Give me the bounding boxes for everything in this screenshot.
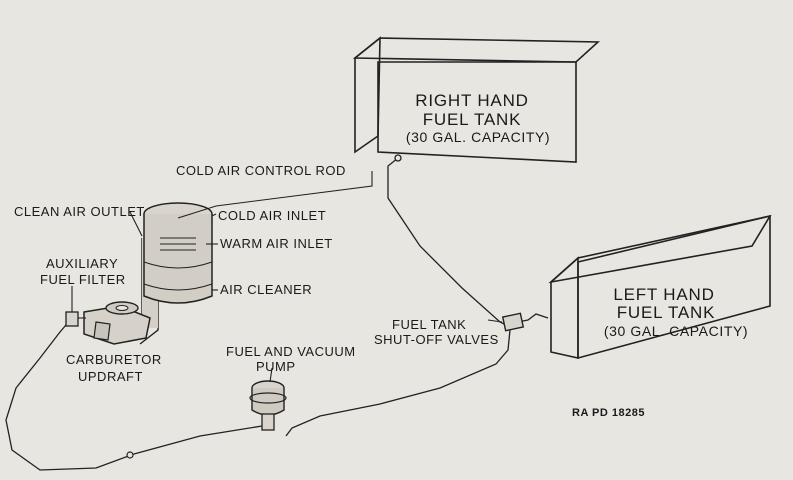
leader-shutoff: [487, 319, 503, 323]
leader-cold-air-rod: [177, 171, 373, 219]
carburetor-throat: [115, 305, 129, 311]
right-tank-fuel-line: [387, 157, 509, 327]
carburetor-assembly: [65, 301, 151, 345]
label-shutoff-line1: FUEL TANK: [392, 317, 466, 332]
right-tank-side: [354, 36, 381, 154]
pump-to-carburetor-line: [5, 317, 263, 471]
shutoff-valves: [501, 312, 525, 332]
pump-flange: [249, 392, 287, 404]
left-hand-fuel-tank: LEFT HAND FUEL TANK (30 GAL. CAPACITY): [548, 214, 772, 360]
label-fuel-vacuum-line1: FUEL AND VACUUM: [226, 344, 356, 359]
carburetor-float-bowl: [93, 321, 111, 341]
valve-to-pump-line: [285, 329, 511, 437]
leader-pump: [269, 367, 273, 383]
label-carburetor-line1: CARBURETOR: [66, 352, 162, 367]
pump-base: [261, 413, 275, 431]
label-cold-air-inlet: COLD AIR INLET: [218, 208, 326, 223]
label-cold-air-control-rod: COLD AIR CONTROL ROD: [176, 163, 346, 178]
bowl-seam: [143, 261, 213, 269]
left-tank-fuel-line: [517, 313, 549, 323]
auxiliary-fuel-filter: [65, 311, 79, 327]
leader-lines: [71, 171, 503, 383]
air-cleaner-body: [143, 214, 213, 304]
label-auxiliary-line1: AUXILIARY: [46, 256, 118, 271]
right-hand-fuel-tank: RIGHT HAND FUEL TANK (30 GAL. CAPACITY): [352, 36, 601, 163]
label-shutoff-line2: SHUT-OFF VALVES: [374, 332, 499, 347]
left-tank-side: [550, 256, 579, 359]
label-carburetor-line2: UPDRAFT: [78, 369, 143, 384]
right-tank-outlet-fitting: [394, 154, 402, 162]
right-tank-face: [377, 61, 577, 163]
left-tank-top: [548, 214, 772, 284]
left-tank-capacity: (30 GAL. CAPACITY): [604, 323, 748, 339]
leader-clean-air-outlet: [129, 211, 143, 237]
left-tank-face: [577, 214, 771, 360]
fuel-vacuum-pump: [249, 380, 287, 431]
leader-cold-air-inlet: [211, 213, 217, 217]
fuel-lines: [5, 154, 549, 471]
right-tank-top: [352, 37, 601, 63]
label-warm-air-inlet: WARM AIR INLET: [220, 236, 333, 251]
left-tank-label-line2: FUEL TANK: [617, 303, 716, 322]
label-fuel-vacuum-line2: PUMP: [256, 359, 296, 374]
bowl-band: [143, 283, 213, 291]
line-fitting: [126, 451, 134, 459]
warm-air-slots: [160, 237, 196, 251]
right-tank-label-line2: FUEL TANK: [423, 110, 522, 129]
right-tank-label-line1: RIGHT HAND: [415, 91, 528, 110]
reference-number: RA PD 18285: [572, 407, 645, 419]
label-clean-air-outlet: CLEAN AIR OUTLET: [14, 204, 145, 219]
right-tank-capacity: (30 GAL. CAPACITY): [406, 129, 550, 145]
left-tank-label-line1: LEFT HAND: [613, 285, 714, 304]
label-air-cleaner: AIR CLEANER: [220, 282, 312, 297]
label-auxiliary-line2: FUEL FILTER: [40, 272, 126, 287]
